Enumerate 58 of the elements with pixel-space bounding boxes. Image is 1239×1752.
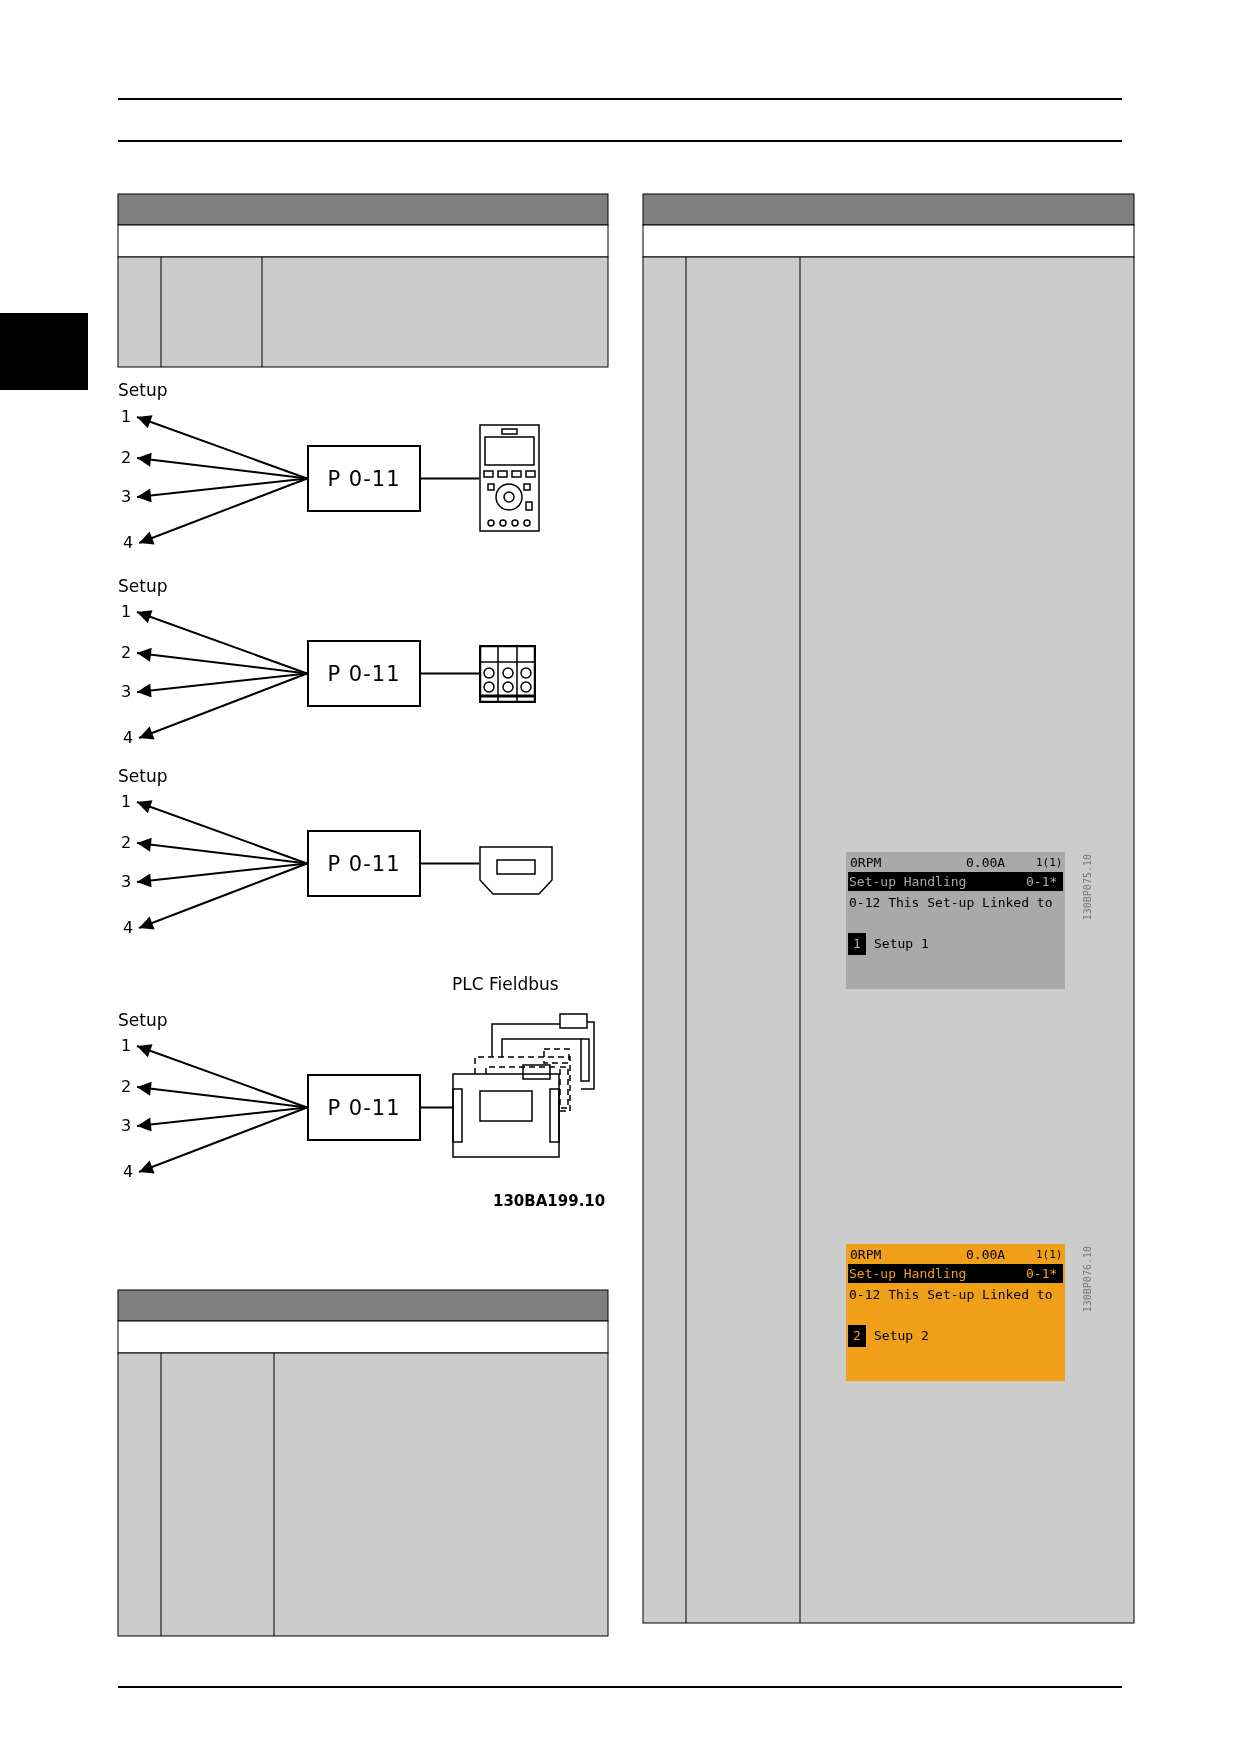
connector-line <box>420 862 480 865</box>
display-screen <box>846 1244 1065 1381</box>
arrow <box>138 672 308 740</box>
parameter-box: P 0-11 <box>307 1074 421 1141</box>
keypad-drawing <box>479 424 540 532</box>
setup-indicator: 1(1) <box>1036 855 1063 871</box>
device-caption: PLC Fieldbus <box>452 974 559 994</box>
connector-line <box>420 477 480 480</box>
status-text: 0RPM <box>850 1246 882 1264</box>
display-screen <box>846 852 1065 989</box>
setup-number: 2 <box>850 1327 864 1345</box>
arrow <box>138 862 308 930</box>
setup-value: Setup 2 <box>874 1327 929 1345</box>
setup-number: 4 <box>123 1162 136 1182</box>
figure-code: 130BA199.10 <box>493 1192 606 1210</box>
setup-heading: Setup <box>118 576 168 596</box>
setup-number: 1 <box>121 792 134 812</box>
setup-heading: Setup <box>118 380 168 400</box>
setup-number: 3 <box>121 682 134 702</box>
connector-line <box>420 1106 453 1109</box>
setup-number: 3 <box>121 487 134 507</box>
parameter-text: 0-12 This Set-up Linked to <box>849 1286 1053 1304</box>
setup-indicator: 1(1) <box>1036 1247 1063 1263</box>
arrow <box>138 1106 308 1174</box>
setup-number: 3 <box>121 1116 134 1136</box>
parameter-text: 0-12 This Set-up Linked to <box>849 894 1053 912</box>
setup-number: 1 <box>121 602 134 622</box>
setup-number: 4 <box>123 533 136 553</box>
setup-number: 2 <box>121 1077 134 1097</box>
menu-title: Set-up Handling <box>849 873 967 891</box>
setup-number: 1 <box>850 935 864 953</box>
setup-heading: Setup <box>118 1010 168 1030</box>
setup-number: 3 <box>121 872 134 892</box>
status-text: 0.00A <box>966 1246 1006 1264</box>
parameter-box: P 0-11 <box>307 640 421 707</box>
setup-number: 4 <box>123 728 136 748</box>
setup-number: 2 <box>121 643 134 663</box>
menu-index: 0-1* <box>1026 1265 1058 1283</box>
menu-index: 0-1* <box>1026 873 1058 891</box>
figure-code: 130BP075.10 <box>1082 854 1093 921</box>
terminal-block-drawing <box>479 645 536 703</box>
figure-code: 130BP076.10 <box>1082 1246 1093 1313</box>
setup-number: 1 <box>121 1036 134 1056</box>
status-text: 0RPM <box>850 854 882 872</box>
setup-number: 2 <box>121 448 134 468</box>
arrow <box>138 477 308 545</box>
parameter-box: P 0-11 <box>307 830 421 897</box>
plc-drawing <box>452 1013 598 1158</box>
connector-line <box>420 672 480 675</box>
setup-number: 4 <box>123 918 136 938</box>
parameter-box: P 0-11 <box>307 445 421 512</box>
setup-heading: Setup <box>118 766 168 786</box>
menu-title: Set-up Handling <box>849 1265 967 1283</box>
setup-value: Setup 1 <box>874 935 929 953</box>
setup-number: 2 <box>121 833 134 853</box>
status-text: 0.00A <box>966 854 1006 872</box>
setup-number: 1 <box>121 407 134 427</box>
connector-drawing <box>479 846 553 895</box>
